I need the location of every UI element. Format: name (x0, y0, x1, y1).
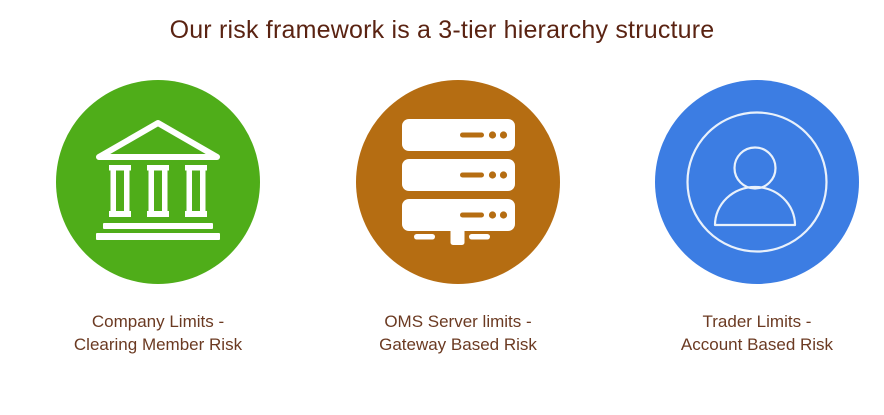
label-line: Gateway Based Risk (379, 335, 537, 354)
company-limits-label: Company Limits - Clearing Member Risk (74, 310, 242, 356)
trader-limits-label: Trader Limits - Account Based Risk (681, 310, 833, 356)
server-icon (401, 118, 515, 246)
label-line: OMS Server limits - (384, 312, 532, 331)
bank-icon (95, 119, 221, 245)
person-icon (684, 109, 830, 255)
label-line: Company Limits - (91, 312, 225, 331)
trader-limits-circle (655, 80, 859, 284)
page-title: Our risk framework is a 3-tier hierarchy… (169, 16, 715, 44)
label-line: Account Based Risk (680, 335, 834, 354)
oms-server-label: OMS Server limits - Gateway Based Risk (379, 310, 537, 356)
tier-oms-server-limits: OMS Server limits - Gateway Based Risk (328, 80, 588, 356)
label-line: Trader Limits - (702, 312, 812, 331)
tier-trader-limits: Trader Limits - Account Based Risk (627, 80, 884, 356)
company-limits-circle (56, 80, 260, 284)
tier-company-limits: Company Limits - Clearing Member Risk (28, 80, 288, 356)
label-line: Clearing Member Risk (73, 335, 243, 354)
oms-server-circle (356, 80, 560, 284)
